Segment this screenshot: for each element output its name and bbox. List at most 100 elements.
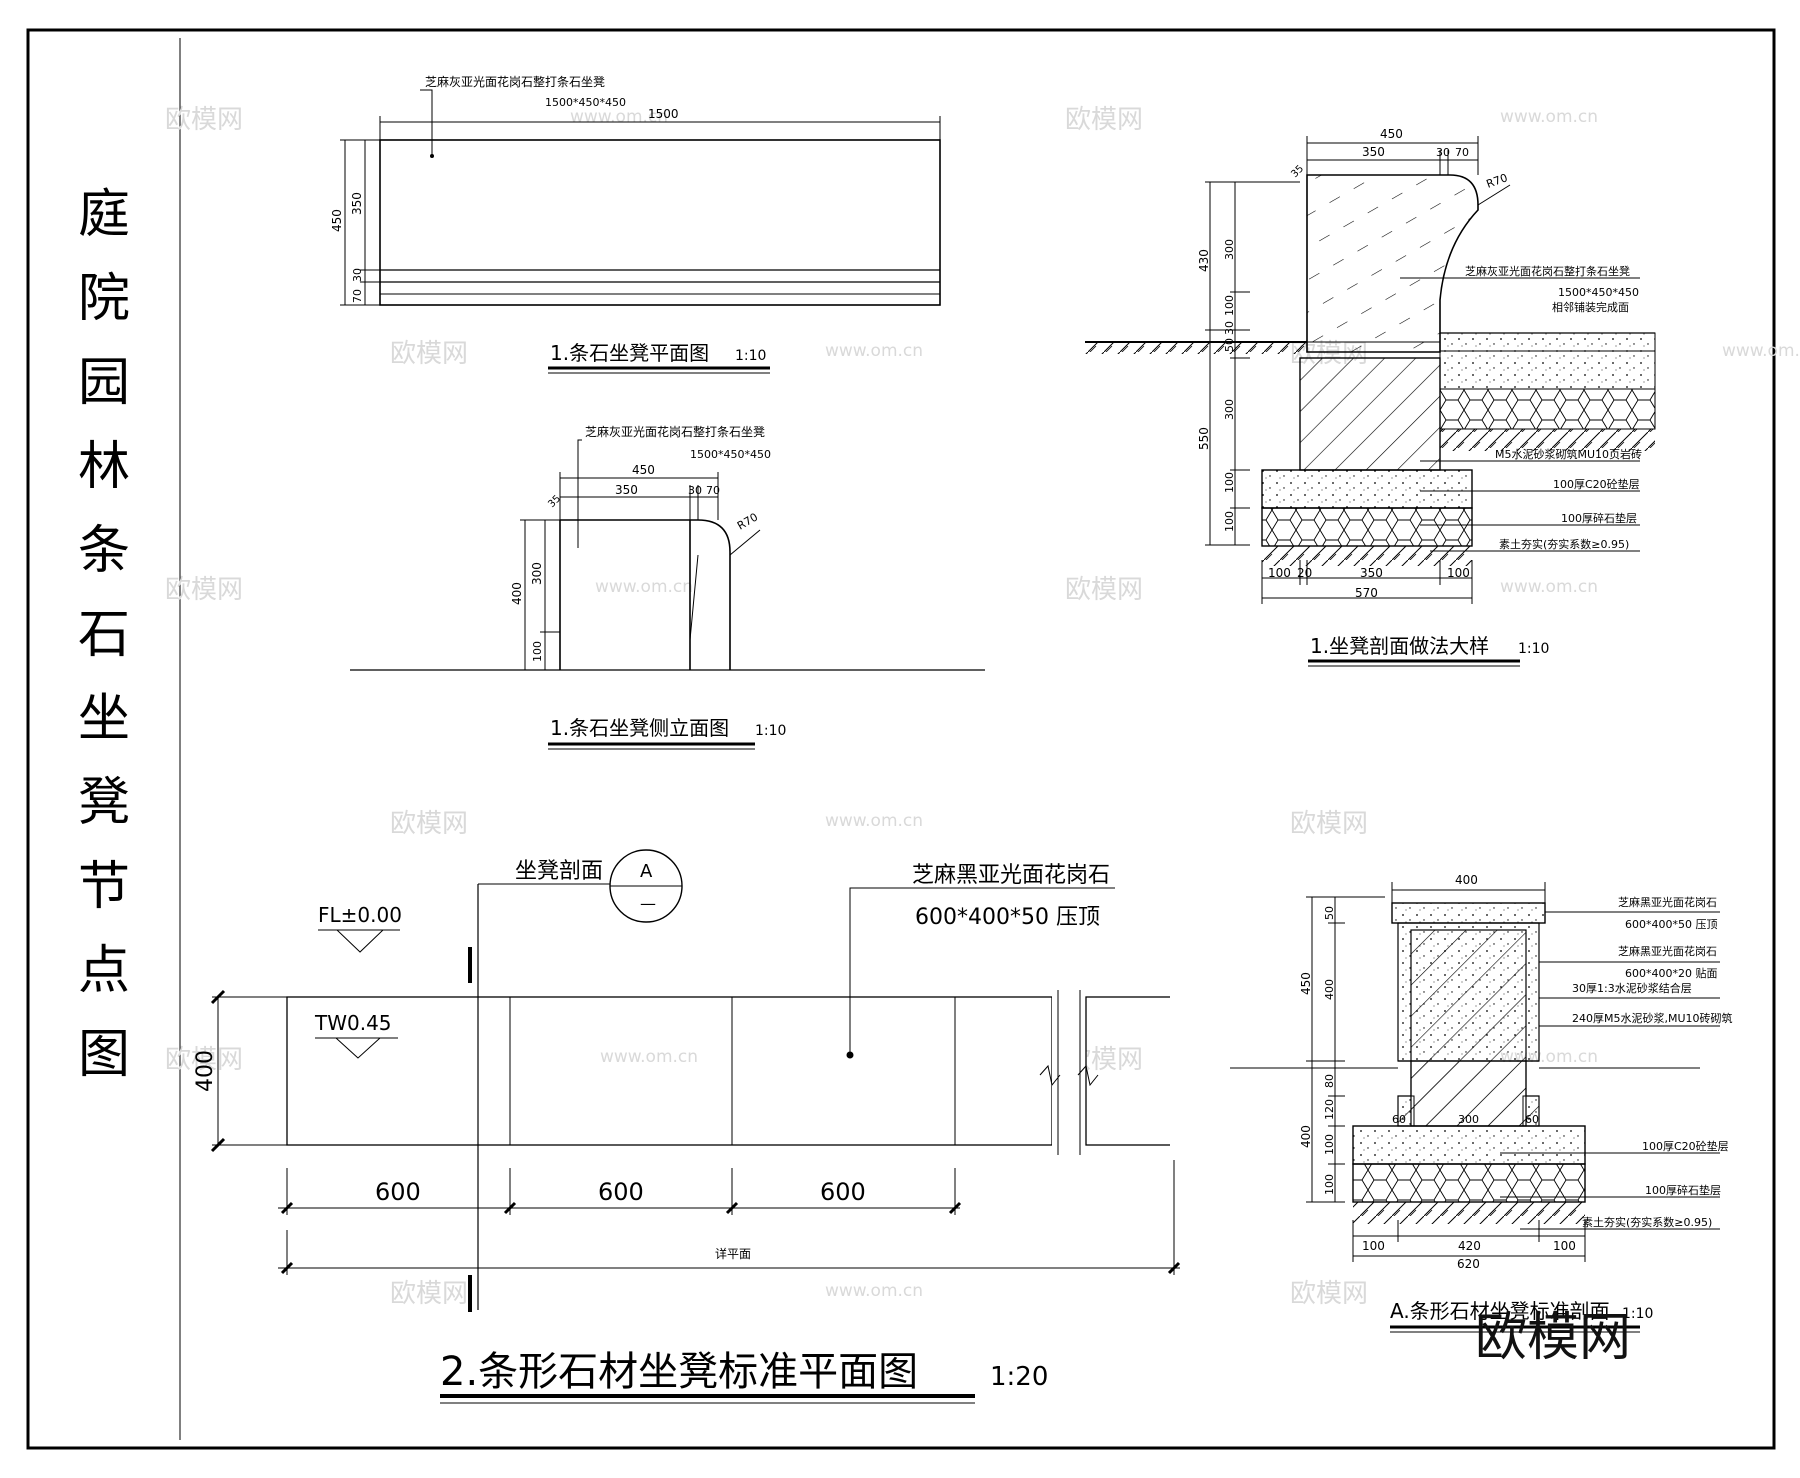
sheet-title-char: 院	[78, 269, 130, 329]
sec1-layer-label: 100厚碎石垫层	[1561, 511, 1637, 525]
sec1-dim-bottom: 350	[1360, 566, 1383, 580]
sec1-scale: 1:10	[1518, 641, 1549, 657]
secA-dim-bottom: 420	[1458, 1239, 1481, 1253]
secA-layer-label: 芝麻黑亚光面花岗石	[1618, 944, 1717, 958]
watermark-url: www.om.cn	[1500, 577, 1598, 597]
elev-size: 1500*450*450	[690, 448, 771, 461]
elev-dim-r70: R70	[735, 511, 760, 533]
watermark-logo: 欧模网	[390, 809, 468, 839]
secA-layer-label: 100厚碎石垫层	[1645, 1183, 1721, 1197]
secA-dim-left: 120	[1323, 1099, 1336, 1120]
secA-gravel	[1352, 1163, 1586, 1203]
sec1-dim-left: 50	[1223, 338, 1236, 352]
watermark-logo-large: 欧模网	[1475, 1308, 1631, 1368]
sec1-dim-left: 100	[1223, 295, 1236, 316]
plan-view: 芝麻灰亚光面花岗石整打条石坐凳 1500*450*450 1500 450 35…	[330, 74, 941, 374]
sec1-layer-label: M5水泥砂浆砌筑MU10页岩砖	[1495, 447, 1642, 461]
sheet-title-char: 节	[78, 857, 130, 917]
sec1-dim-70: 70	[1455, 146, 1469, 159]
secA-dim-bottom: 100	[1553, 1239, 1576, 1253]
plan2-dim-600: 600	[598, 1178, 644, 1206]
sheet-title-char: 石	[78, 605, 130, 665]
sec1-title: 1.坐凳剖面做法大样	[1310, 634, 1489, 658]
watermark-logo: 欧模网	[390, 339, 468, 369]
watermark-logo: 欧模网	[1290, 809, 1368, 839]
sheet-title-char: 林	[78, 437, 130, 497]
secA-concrete	[1352, 1125, 1586, 1165]
sec1-dim-left: 300	[1223, 239, 1236, 260]
secA-title: A.条形石材坐凳标准剖面	[1390, 1299, 1610, 1323]
watermark-logo: 欧模网	[1290, 1279, 1368, 1309]
secA-dim-left: 80	[1323, 1074, 1336, 1088]
sec1-stone-seat	[1306, 174, 1479, 353]
secA-dim-mid: 60	[1525, 1113, 1539, 1126]
secA-dim-left-total: 450	[1299, 972, 1313, 995]
secA-dim-mid: 300	[1458, 1113, 1479, 1126]
secA-brick-core	[1410, 929, 1527, 1062]
plan2-callout-a: A	[640, 861, 653, 882]
sec1-layer-label: 1500*450*450	[1558, 286, 1639, 299]
elev-dim-300: 300	[530, 562, 544, 585]
secA-coping	[1391, 902, 1546, 924]
watermark-logo: 欧模网	[165, 575, 243, 605]
plan2-tw: TW0.45	[314, 1011, 392, 1035]
sheet-title-char: 坐	[78, 689, 130, 749]
secA-dim-left: 400	[1323, 979, 1336, 1000]
elev-title: 1.条石坐凳侧立面图	[550, 716, 729, 740]
plan2-stone-size: 600*400*50 压顶	[915, 905, 1100, 930]
sec1-layer-label: 芝麻灰亚光面花岗石整打条石坐凳	[1465, 264, 1630, 278]
sec1-dim-left-total: 430	[1197, 249, 1211, 272]
plan2-dim-400: 400	[193, 1050, 218, 1092]
secA-dim-left: 100	[1323, 1174, 1336, 1195]
secA-dim-left: 50	[1323, 906, 1336, 920]
plan2-section-label: 坐凳剖面	[515, 859, 603, 884]
plan-scale: 1:10	[735, 348, 766, 364]
sec1-soil	[1262, 546, 1472, 566]
sec1-gravel-layer	[1261, 507, 1473, 547]
sec1-dim-bottom: 20	[1297, 566, 1312, 580]
watermark-url: www.om.cn	[600, 1047, 698, 1067]
sec1-dim-bottom: 100	[1268, 566, 1291, 580]
plan-note: 芝麻灰亚光面花岗石整打条石坐凳	[425, 74, 605, 89]
sec1-dim-left: 300	[1223, 399, 1236, 420]
elev-dim-400: 400	[510, 582, 524, 605]
watermark-logo: 欧模网	[165, 1045, 243, 1075]
secA-layer-label: 素土夯实(夯实系数≥0.95)	[1582, 1215, 1712, 1229]
watermark-logo: 欧模网	[165, 105, 243, 135]
side-elevation: 芝麻灰亚光面花岗石整打条石坐凳 1500*450*450 450 350 30 …	[350, 424, 985, 750]
watermark-logo: 欧模网	[390, 1279, 468, 1309]
secA-layer-label: 100厚C20砼垫层	[1642, 1139, 1729, 1153]
sheet-title-char: 庭	[78, 185, 130, 245]
sheet-title-char: 园	[78, 353, 130, 413]
sec1-layer-label: 素土夯实(夯实系数≥0.95)	[1499, 537, 1629, 551]
sheet-title-char: 条	[78, 521, 130, 581]
secA-dim-left-total: 400	[1299, 1125, 1313, 1148]
watermark-url: www.om.cn	[825, 1281, 923, 1301]
sec1-dim-left: 30	[1223, 321, 1236, 335]
elev-note: 芝麻灰亚光面花岗石整打条石坐凳	[585, 424, 765, 439]
plan2-fl: FL±0.00	[318, 903, 402, 927]
watermark-url: www.om.cn	[825, 811, 923, 831]
elev-dim-350: 350	[615, 483, 638, 497]
plan2-scale: 1:20	[990, 1362, 1048, 1392]
watermark-logo: 欧模网	[1065, 105, 1143, 135]
secA-dim-mid: 60	[1392, 1113, 1406, 1126]
plan-leader	[420, 89, 433, 156]
elev-dim-100: 100	[531, 641, 544, 662]
sec1-dim-left-total: 550	[1197, 427, 1211, 450]
elev-dim-70: 70	[706, 484, 720, 497]
secA-layer-label: 240厚M5水泥砂浆,MU10砖砌筑	[1572, 1011, 1733, 1025]
watermark-url: www.om.cn	[825, 341, 923, 361]
plan-dim-70: 70	[351, 289, 364, 303]
plan-dim-length: 1500	[648, 107, 679, 121]
elev-bench-outline	[559, 519, 731, 670]
plan-dim-450: 450	[330, 209, 344, 232]
section-detail-1: 450 350 30 70 35 R70	[1085, 127, 1656, 667]
sec1-concrete-layer	[1261, 469, 1473, 509]
sec1-brick-wall	[1299, 357, 1441, 471]
sec1-dim-570: 570	[1355, 586, 1378, 600]
secA-dim-left: 100	[1323, 1134, 1336, 1155]
watermark-url: www.om.cn	[1722, 341, 1800, 361]
elev-dim-35: 35	[546, 493, 563, 510]
